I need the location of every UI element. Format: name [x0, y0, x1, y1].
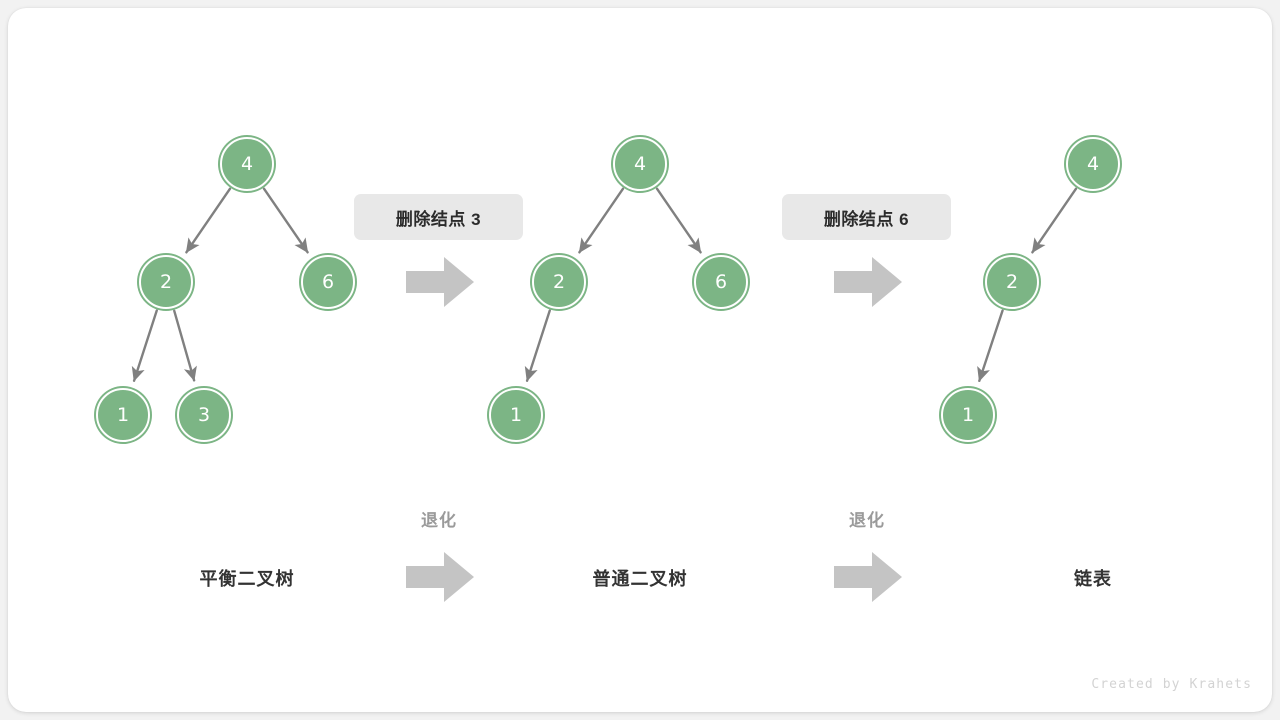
tree-edge: [1031, 187, 1078, 254]
tree-edge: [173, 309, 197, 382]
transition-arrow-top-2: [834, 255, 902, 309]
tree-node-4[interactable]: 4: [1066, 137, 1120, 191]
tree-edge: [185, 187, 232, 254]
tree-node-label: 1: [509, 403, 523, 426]
tree-edge: [977, 309, 1004, 383]
degeneration-label-2: 退化: [849, 511, 885, 530]
transition-arrow-top-1: [406, 255, 474, 309]
tree-node-label: 1: [116, 403, 130, 426]
tree-node-1[interactable]: 1: [941, 388, 995, 442]
tree-node-1[interactable]: 1: [96, 388, 150, 442]
tree-node-6[interactable]: 6: [694, 255, 748, 309]
tree-node-label: 2: [159, 270, 173, 293]
tree-edge: [578, 187, 625, 254]
tree-node-label: 6: [714, 270, 728, 293]
tree-node-4[interactable]: 4: [220, 137, 274, 191]
transition-arrow-bottom-1: [406, 550, 474, 604]
transition-arrow-bottom-2: [834, 550, 902, 604]
tree-node-label: 2: [1005, 270, 1019, 293]
tree-node-label: 6: [321, 270, 335, 293]
degeneration-label-1: 退化: [421, 511, 457, 530]
caption-linked-list: 链表: [1074, 569, 1112, 589]
tree-node-4[interactable]: 4: [613, 137, 667, 191]
tree-node-label: 1: [961, 403, 975, 426]
tree-edge: [524, 309, 551, 382]
figure-card: [8, 8, 1272, 712]
tree-node-label: 3: [197, 403, 211, 426]
watermark-credit: Created by Krahets: [1091, 677, 1252, 692]
tree-edge: [655, 187, 702, 254]
tree-node-3[interactable]: 3: [177, 388, 231, 442]
caption-ordinary-binary-tree: 普通二叉树: [592, 569, 688, 589]
tree-edge: [262, 187, 309, 254]
tree-node-label: 2: [552, 270, 566, 293]
tree-node-2[interactable]: 2: [532, 255, 586, 309]
tree-node-2[interactable]: 2: [139, 255, 193, 309]
tree-edge: [131, 309, 158, 382]
edge-group: [131, 187, 1078, 383]
tree-node-1[interactable]: 1: [489, 388, 543, 442]
op-chip-delete-node-3[interactable]: 删除结点 3: [354, 194, 523, 240]
op-chip-delete-node-6[interactable]: 删除结点 6: [782, 194, 951, 240]
caption-balanced-binary-tree: 平衡二叉树: [199, 569, 295, 589]
tree-node-6[interactable]: 6: [301, 255, 355, 309]
tree-node-2[interactable]: 2: [985, 255, 1039, 309]
tree-node-label: 4: [633, 152, 647, 175]
tree-node-label: 4: [240, 152, 254, 175]
tree-node-label: 4: [1086, 152, 1100, 175]
